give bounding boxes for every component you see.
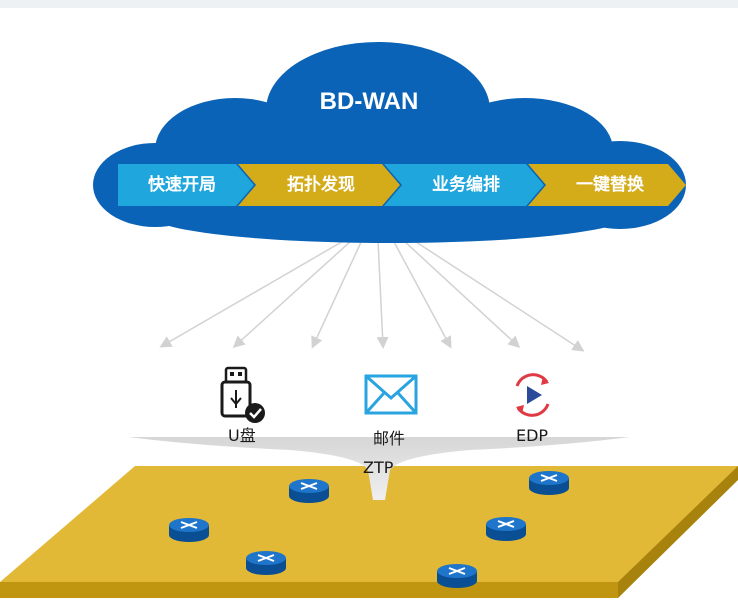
process-steps bbox=[118, 164, 686, 206]
method-label-usb: U盘 bbox=[228, 426, 256, 445]
step-label-4: 一键替换 bbox=[576, 175, 644, 195]
method-label-edp: EDP bbox=[516, 426, 549, 445]
router-icon bbox=[289, 479, 329, 503]
ztp-funnel bbox=[128, 437, 630, 500]
edp-play-refresh-icon bbox=[515, 373, 550, 417]
router-icon bbox=[437, 564, 477, 588]
envelope-icon bbox=[364, 374, 418, 415]
router-icon bbox=[246, 551, 286, 575]
cloud-title: BD-WAN bbox=[319, 88, 419, 115]
distribution-arrows bbox=[159, 239, 585, 352]
ztp-label: ZTP bbox=[363, 458, 394, 477]
method-label-email: 邮件 bbox=[373, 429, 406, 448]
top-strip bbox=[0, 0, 738, 8]
step-3-chevron bbox=[384, 164, 544, 206]
step-label-3: 业务编排 bbox=[432, 175, 500, 195]
router-icon bbox=[529, 471, 569, 495]
step-2-chevron bbox=[238, 164, 400, 206]
step-4-chevron bbox=[528, 164, 686, 206]
router-icon bbox=[169, 518, 209, 542]
router-icon bbox=[486, 517, 526, 541]
cloud-shape bbox=[93, 42, 686, 243]
platform bbox=[0, 466, 738, 598]
step-label-1: 快速开局 bbox=[148, 175, 216, 195]
step-1-chevron bbox=[118, 164, 254, 206]
routers bbox=[169, 471, 569, 588]
step-label-2: 拓扑发现 bbox=[287, 175, 355, 195]
usb-drive-check-icon bbox=[220, 366, 265, 423]
